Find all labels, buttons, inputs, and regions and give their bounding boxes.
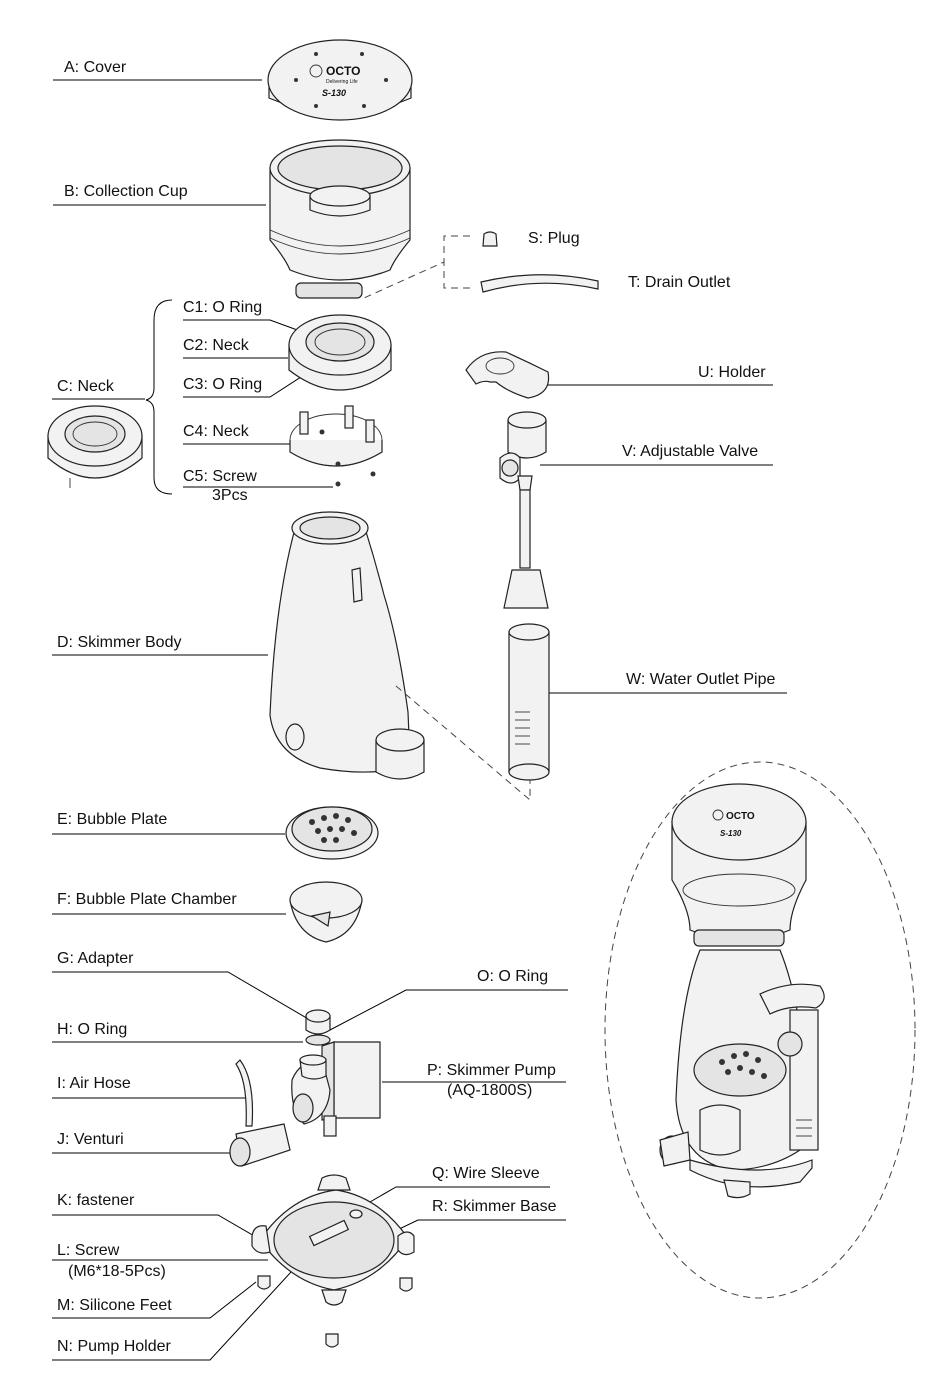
part-g-adapter <box>305 1009 331 1046</box>
label-l-screw: L: Screw <box>57 1242 120 1259</box>
leader-g <box>52 971 311 1021</box>
label-r-skimmer-base: R: Skimmer Base <box>432 1198 557 1215</box>
assembled-view-inset: OCTO S-130 <box>604 761 916 1299</box>
label-d-skimmer-body: D: Skimmer Body <box>57 634 181 651</box>
leader-k <box>52 1214 257 1238</box>
part-j-venturi <box>229 1123 291 1167</box>
label-c-neck: C: Neck <box>57 378 115 395</box>
part-s-t-plug-drain <box>363 231 599 299</box>
part-r-skimmer-base <box>251 1174 415 1348</box>
label-s-plug: S: Plug <box>528 230 580 247</box>
wire-sleeve-icon <box>349 1209 363 1219</box>
plug-icon <box>482 231 498 247</box>
label-c5-screw: C5: Screw <box>183 468 257 485</box>
part-c-neck-assembled <box>47 405 143 488</box>
leader-o <box>329 989 568 1031</box>
cover-tagline-text: Delivering Life <box>326 79 358 85</box>
label-h-o-ring: H: O Ring <box>57 1021 127 1038</box>
screw-icon <box>335 481 341 487</box>
pump-holder-icon <box>308 1219 350 1247</box>
label-group-left: A: Cover B: Collection Cup C1: O Ring C2… <box>52 59 353 1361</box>
label-a-cover: A: Cover <box>64 59 127 76</box>
label-o-o-ring: O: O Ring <box>477 968 548 985</box>
inset-dashed-outline <box>604 761 916 1299</box>
valve-knob-icon <box>501 459 519 477</box>
label-v-adjustable-valve: V: Adjustable Valve <box>622 443 758 460</box>
part-u-holder <box>465 351 550 399</box>
part-c4-neck-cage <box>289 405 383 487</box>
label-j-venturi: J: Venturi <box>57 1131 124 1148</box>
label-n-pump-holder: N: Pump Holder <box>57 1338 171 1355</box>
cover-model-text: S-130 <box>322 88 346 98</box>
label-m-silicone-feet: M: Silicone Feet <box>57 1297 172 1314</box>
label-g-adapter: G: Adapter <box>57 950 134 967</box>
label-c2-neck: C2: Neck <box>183 337 250 354</box>
neck-group-brace <box>145 299 173 495</box>
label-q-wire-sleeve: Q: Wire Sleeve <box>432 1165 540 1182</box>
octo-logo-icon <box>309 64 323 78</box>
label-e-bubble-plate: E: Bubble Plate <box>57 811 167 828</box>
leader-n <box>52 1233 327 1361</box>
label-c1-o-ring: C1: O Ring <box>183 299 262 316</box>
drain-outlet-icon <box>480 274 599 293</box>
cover-brand-text: OCTO <box>326 64 360 78</box>
part-d-skimmer-body <box>269 511 531 802</box>
part-c2-neck-ring <box>288 314 392 391</box>
inset-cover-model-text: S-130 <box>720 829 742 838</box>
label-f-bubble-plate-chamber: F: Bubble Plate Chamber <box>57 891 237 908</box>
label-t-drain-outlet: T: Drain Outlet <box>628 274 731 291</box>
label-c5-quantity: 3Pcs <box>212 487 248 504</box>
part-f-bubble-plate-chamber <box>289 881 363 943</box>
part-i-air-hose <box>235 1059 254 1127</box>
label-c3-o-ring: C3: O Ring <box>183 376 262 393</box>
part-b-collection-cup <box>269 139 411 299</box>
label-u-holder: U: Holder <box>698 364 766 381</box>
part-a-cover: OCTO Delivering Life S-130 <box>267 39 413 121</box>
part-e-bubble-plate <box>285 806 379 860</box>
label-k-fastener: K: fastener <box>57 1192 135 1209</box>
fastener-icon <box>317 1174 351 1191</box>
label-i-air-hose: I: Air Hose <box>57 1075 131 1092</box>
part-w-water-outlet-pipe <box>508 623 550 781</box>
dash-link-cup <box>363 235 470 299</box>
inset-cover-brand-text: OCTO <box>726 811 755 822</box>
label-p-skimmer-pump: P: Skimmer Pump <box>427 1062 556 1079</box>
label-w-water-outlet-pipe: W: Water Outlet Pipe <box>626 671 775 688</box>
label-p-model: (AQ-1800S) <box>447 1082 532 1099</box>
part-p-skimmer-pump <box>291 1041 381 1137</box>
label-b-collection-cup: B: Collection Cup <box>64 183 188 200</box>
label-group-right: S: Plug T: Drain Outlet U: Holder V: Adj… <box>329 230 787 1243</box>
part-v-adjustable-valve <box>499 411 549 609</box>
leader-m <box>52 1281 257 1319</box>
label-c4-neck: C4: Neck <box>183 423 250 440</box>
label-l-spec: (M6*18-5Pcs) <box>68 1263 166 1280</box>
silicone-foot-icon <box>257 1275 271 1290</box>
